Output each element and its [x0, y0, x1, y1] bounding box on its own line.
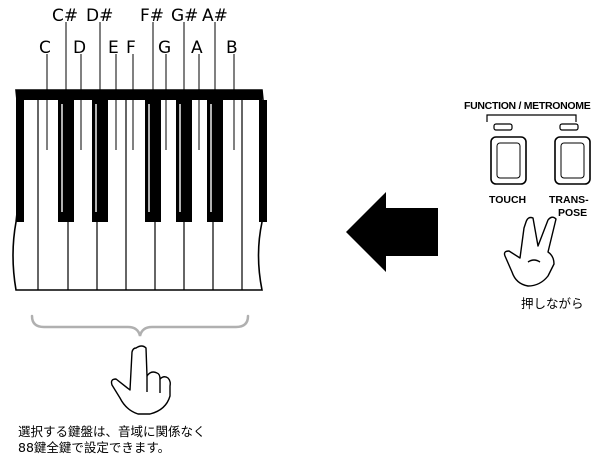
note-label-c-sharp: C#	[52, 6, 78, 26]
touch-label: TOUCH	[489, 194, 526, 206]
note-label-b: B	[226, 38, 238, 58]
hold-caption: 押しながら	[521, 296, 584, 311]
transpose-label-line1: TRANS-	[549, 194, 589, 206]
black-key-edge-left	[16, 100, 24, 222]
function-panel: FUNCTION / METRONOME TOUCH TRANS- POSE	[464, 100, 591, 219]
range-caption-line2: 88鍵全鍵で設定できます。	[18, 440, 171, 455]
note-label-f: F	[126, 38, 136, 58]
range-caption: 選択する鍵盤は、音域に関係なく 88鍵全鍵で設定できます。	[18, 424, 206, 456]
keyboard: C# D# F# G# A# C D E F G A B	[12, 6, 267, 291]
function-metronome-label: FUNCTION / METRONOME	[464, 100, 591, 112]
transpose-led	[559, 123, 579, 131]
brace-icon	[30, 314, 250, 337]
black-key-a-sharp	[207, 100, 223, 222]
black-key-d-sharp	[92, 100, 108, 222]
note-label-d: D	[73, 38, 86, 58]
transpose-button[interactable]	[554, 136, 591, 185]
note-label-g: G	[158, 38, 171, 58]
note-label-a: A	[191, 38, 203, 58]
black-key-g-sharp	[176, 100, 192, 222]
touch-button[interactable]	[490, 136, 527, 185]
note-label-e: E	[108, 38, 119, 58]
black-key-edge-right	[259, 100, 267, 222]
pointing-hand-icon	[110, 345, 171, 415]
arrow-left-icon	[346, 192, 438, 272]
note-label-c: C	[39, 38, 51, 58]
note-label-d-sharp: D#	[86, 6, 113, 26]
black-key-f-sharp	[145, 100, 161, 222]
note-label-a-sharp: A#	[202, 6, 228, 26]
note-label-g-sharp: G#	[171, 6, 198, 26]
two-finger-hand-icon	[503, 216, 557, 287]
touch-led	[493, 123, 513, 131]
black-keys	[58, 100, 223, 222]
range-caption-line1: 選択する鍵盤は、音域に関係なく	[18, 424, 206, 439]
black-key-c-sharp	[58, 100, 74, 222]
transpose-label-line2: POSE	[558, 207, 587, 219]
note-label-f-sharp: F#	[140, 6, 164, 26]
